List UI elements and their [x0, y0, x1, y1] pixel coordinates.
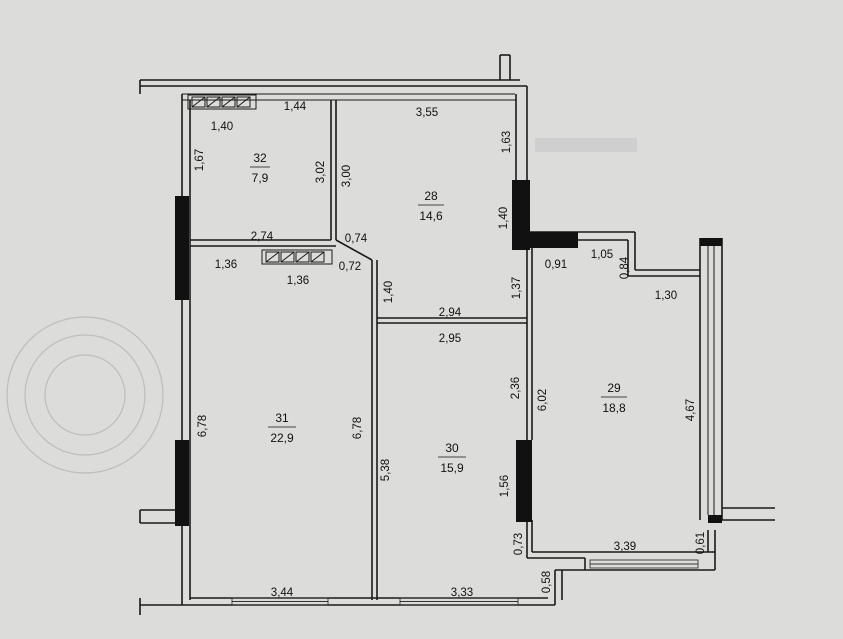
- dimension-label: 3,44: [271, 587, 294, 599]
- dimension-label: 1,63: [501, 131, 513, 153]
- dimension-label: 1,44: [284, 101, 307, 113]
- ventilation-shaft-middle: [261, 249, 333, 265]
- dimension-label: 3,33: [451, 587, 473, 599]
- dimension-label: 0,74: [345, 233, 368, 245]
- room-number: 30: [445, 441, 459, 455]
- dimension-label: 5,38: [380, 459, 392, 481]
- room-area: 15,9: [440, 461, 464, 475]
- dimension-label: 2,36: [510, 377, 522, 399]
- room-30-label: 30 15,9: [438, 441, 466, 475]
- dimension-label: 4,67: [685, 399, 697, 421]
- dimension-label: 1,40: [211, 121, 233, 133]
- dimension-label: 2,95: [439, 333, 461, 345]
- room-area: 18,8: [602, 401, 626, 415]
- seal-stamp: [6, 316, 164, 474]
- room-area: 22,9: [270, 431, 294, 445]
- redacted-mark: [535, 138, 637, 152]
- room-number: 29: [607, 381, 621, 395]
- dimension-label: 6,02: [537, 389, 549, 411]
- dimension-label: 2,94: [439, 307, 462, 319]
- room-28-label: 28 14,6: [418, 189, 444, 223]
- dimension-label: 0,61: [695, 532, 707, 554]
- dimension-label: 6,78: [352, 417, 364, 439]
- dimension-label: 0,58: [541, 571, 553, 593]
- dimension-label: 1,30: [655, 290, 677, 302]
- dimension-label: 1,40: [498, 207, 510, 229]
- room-area: 14,6: [419, 209, 443, 223]
- ventilation-shaft-top: [187, 94, 257, 110]
- dimension-label: 0,91: [545, 259, 567, 271]
- dimension-label: 1,37: [511, 277, 523, 299]
- windows: [231, 559, 699, 606]
- dimension-label: 1,05: [591, 249, 613, 261]
- room-29-label: 29 18,8: [601, 381, 627, 415]
- room-31-label: 31 22,9: [268, 411, 296, 445]
- dimension-label: 3,00: [341, 165, 353, 187]
- dimension-label: 3,02: [315, 161, 327, 183]
- wall-piers: [175, 180, 722, 526]
- dimension-label: 1,36: [215, 259, 237, 271]
- dimension-label: 0,73: [513, 533, 525, 555]
- dimension-label: 3,55: [416, 107, 438, 119]
- room-number: 32: [253, 151, 267, 165]
- dimension-label: 6,78: [197, 415, 209, 437]
- room-number: 28: [424, 189, 438, 203]
- dimension-label: 1,67: [194, 149, 206, 171]
- dimension-label: 0,72: [339, 261, 361, 273]
- dimension-label: 3,39: [614, 541, 636, 553]
- room-32-label: 32 7,9: [250, 151, 270, 185]
- dimension-label: 1,56: [499, 475, 511, 497]
- dimension-label: 1,40: [383, 281, 395, 303]
- room-area: 7,9: [252, 171, 269, 185]
- dimension-labels: 1,44 1,40 3,55 1,67 3,02 3,00 1,63 1,40 …: [194, 101, 707, 599]
- dimension-label: 0,84: [619, 256, 631, 279]
- dimension-label: 1,36: [287, 275, 309, 287]
- room-number: 31: [275, 411, 289, 425]
- dimension-label: 2,74: [251, 231, 274, 243]
- walls: [139, 54, 775, 615]
